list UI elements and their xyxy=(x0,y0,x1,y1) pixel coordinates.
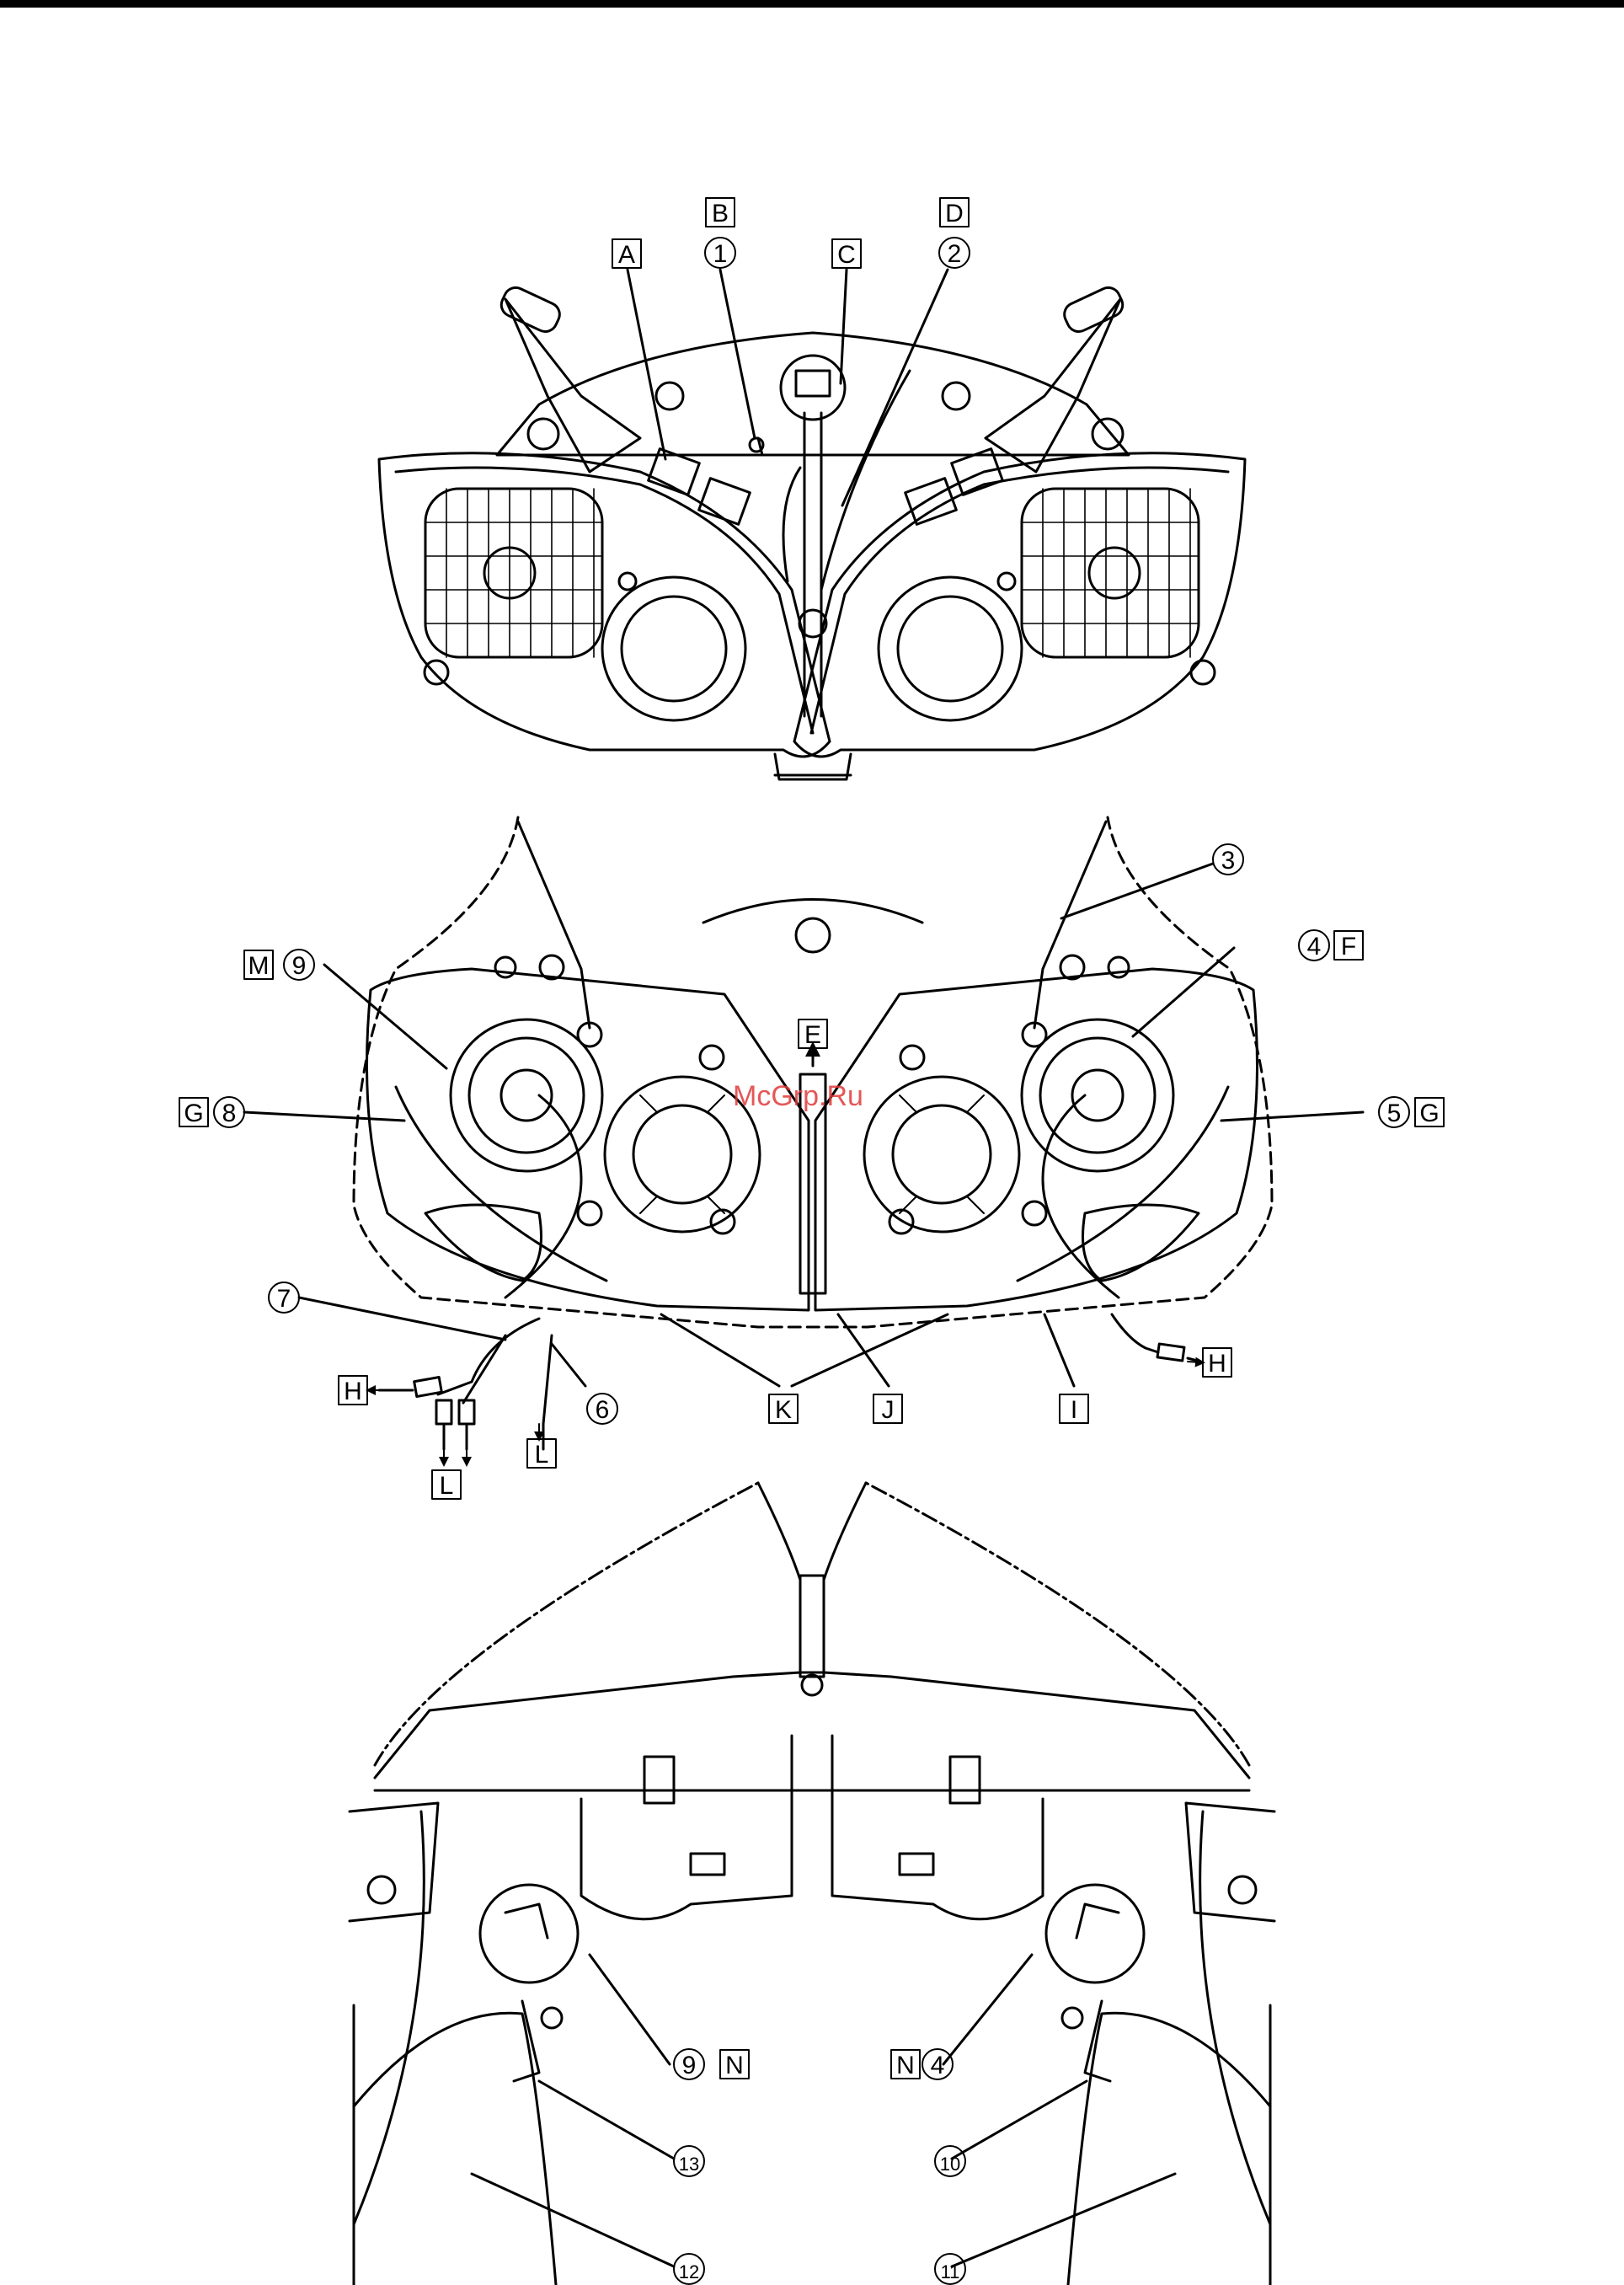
callout-D: D xyxy=(940,198,969,227)
callout-G-left: G xyxy=(179,1098,208,1127)
svg-text:3: 3 xyxy=(1221,847,1236,875)
svg-text:G: G xyxy=(1419,1100,1439,1127)
callout-N-left: N xyxy=(720,2050,749,2079)
letter-callouts: A B C D M F E G G H H K J I L L N N xyxy=(179,198,1444,2079)
callout-G-right: G xyxy=(1415,1098,1444,1127)
callout-4-lower: 4 xyxy=(922,2049,953,2079)
svg-text:5: 5 xyxy=(1387,1100,1402,1127)
callout-12: 12 xyxy=(674,2254,704,2284)
svg-text:4: 4 xyxy=(1307,933,1322,961)
number-callouts: 1 2 3 9 4 8 5 7 6 9 4 13 10 12 11 xyxy=(214,238,1409,2284)
svg-text:A: A xyxy=(618,241,635,269)
svg-text:B: B xyxy=(712,200,729,227)
callout-J: J xyxy=(873,1394,902,1424)
callout-8: 8 xyxy=(214,1097,244,1127)
svg-text:D: D xyxy=(945,200,964,227)
callout-B: B xyxy=(706,198,735,227)
watermark-text: McGrp.Ru xyxy=(733,1080,863,1112)
svg-text:H: H xyxy=(344,1378,362,1405)
callout-N-right: N xyxy=(891,2050,920,2079)
svg-text:8: 8 xyxy=(222,1100,237,1127)
svg-text:F: F xyxy=(1341,933,1356,961)
callout-10: 10 xyxy=(935,2146,965,2176)
svg-text:1: 1 xyxy=(713,240,728,268)
svg-text:L: L xyxy=(535,1441,549,1469)
callout-1: 1 xyxy=(705,238,735,268)
svg-text:N: N xyxy=(725,2052,744,2079)
callout-F: F xyxy=(1334,931,1363,961)
svg-text:H: H xyxy=(1208,1350,1226,1378)
svg-text:9: 9 xyxy=(292,952,307,980)
callout-2: 2 xyxy=(939,238,970,268)
svg-text:E: E xyxy=(804,1021,821,1049)
svg-text:J: J xyxy=(882,1396,895,1424)
svg-text:2: 2 xyxy=(948,240,962,268)
svg-text:N: N xyxy=(896,2052,915,2079)
callout-3: 3 xyxy=(1213,844,1243,875)
callout-E: E xyxy=(799,1019,827,1049)
callout-I: I xyxy=(1060,1394,1088,1424)
svg-text:12: 12 xyxy=(679,2261,699,2282)
svg-text:13: 13 xyxy=(679,2154,699,2175)
callout-K: K xyxy=(769,1394,798,1424)
view-front-headlight-assembly xyxy=(379,270,1245,779)
callout-4-upper: 4 xyxy=(1299,930,1329,961)
view-lower-cowling xyxy=(350,1483,1274,2285)
svg-text:11: 11 xyxy=(941,2261,960,2282)
svg-text:G: G xyxy=(184,1100,203,1127)
svg-text:6: 6 xyxy=(596,1396,610,1424)
callout-9-lower: 9 xyxy=(674,2049,704,2079)
callout-5: 5 xyxy=(1379,1097,1409,1127)
callout-H-left: H xyxy=(339,1376,367,1405)
callout-A: A xyxy=(612,239,641,269)
svg-text:I: I xyxy=(1071,1396,1077,1424)
svg-text:10: 10 xyxy=(940,2154,960,2175)
svg-text:K: K xyxy=(775,1396,792,1424)
callout-11: 11 xyxy=(935,2254,965,2284)
svg-text:7: 7 xyxy=(277,1285,291,1313)
callout-C: C xyxy=(832,239,861,269)
callout-L-center: L xyxy=(527,1439,556,1469)
callout-9-upper: 9 xyxy=(284,950,314,980)
view-rear-headlight-wiring xyxy=(244,817,1363,1449)
svg-text:C: C xyxy=(837,241,856,269)
svg-text:4: 4 xyxy=(931,2052,945,2079)
callout-7: 7 xyxy=(269,1282,299,1313)
svg-text:9: 9 xyxy=(682,2052,697,2079)
callout-H-right: H xyxy=(1203,1348,1231,1378)
callout-L-left: L xyxy=(432,1470,461,1500)
callout-13: 13 xyxy=(674,2146,704,2176)
svg-text:M: M xyxy=(248,952,270,980)
svg-text:L: L xyxy=(440,1472,454,1500)
callout-M: M xyxy=(244,950,273,980)
callout-6: 6 xyxy=(587,1394,617,1424)
